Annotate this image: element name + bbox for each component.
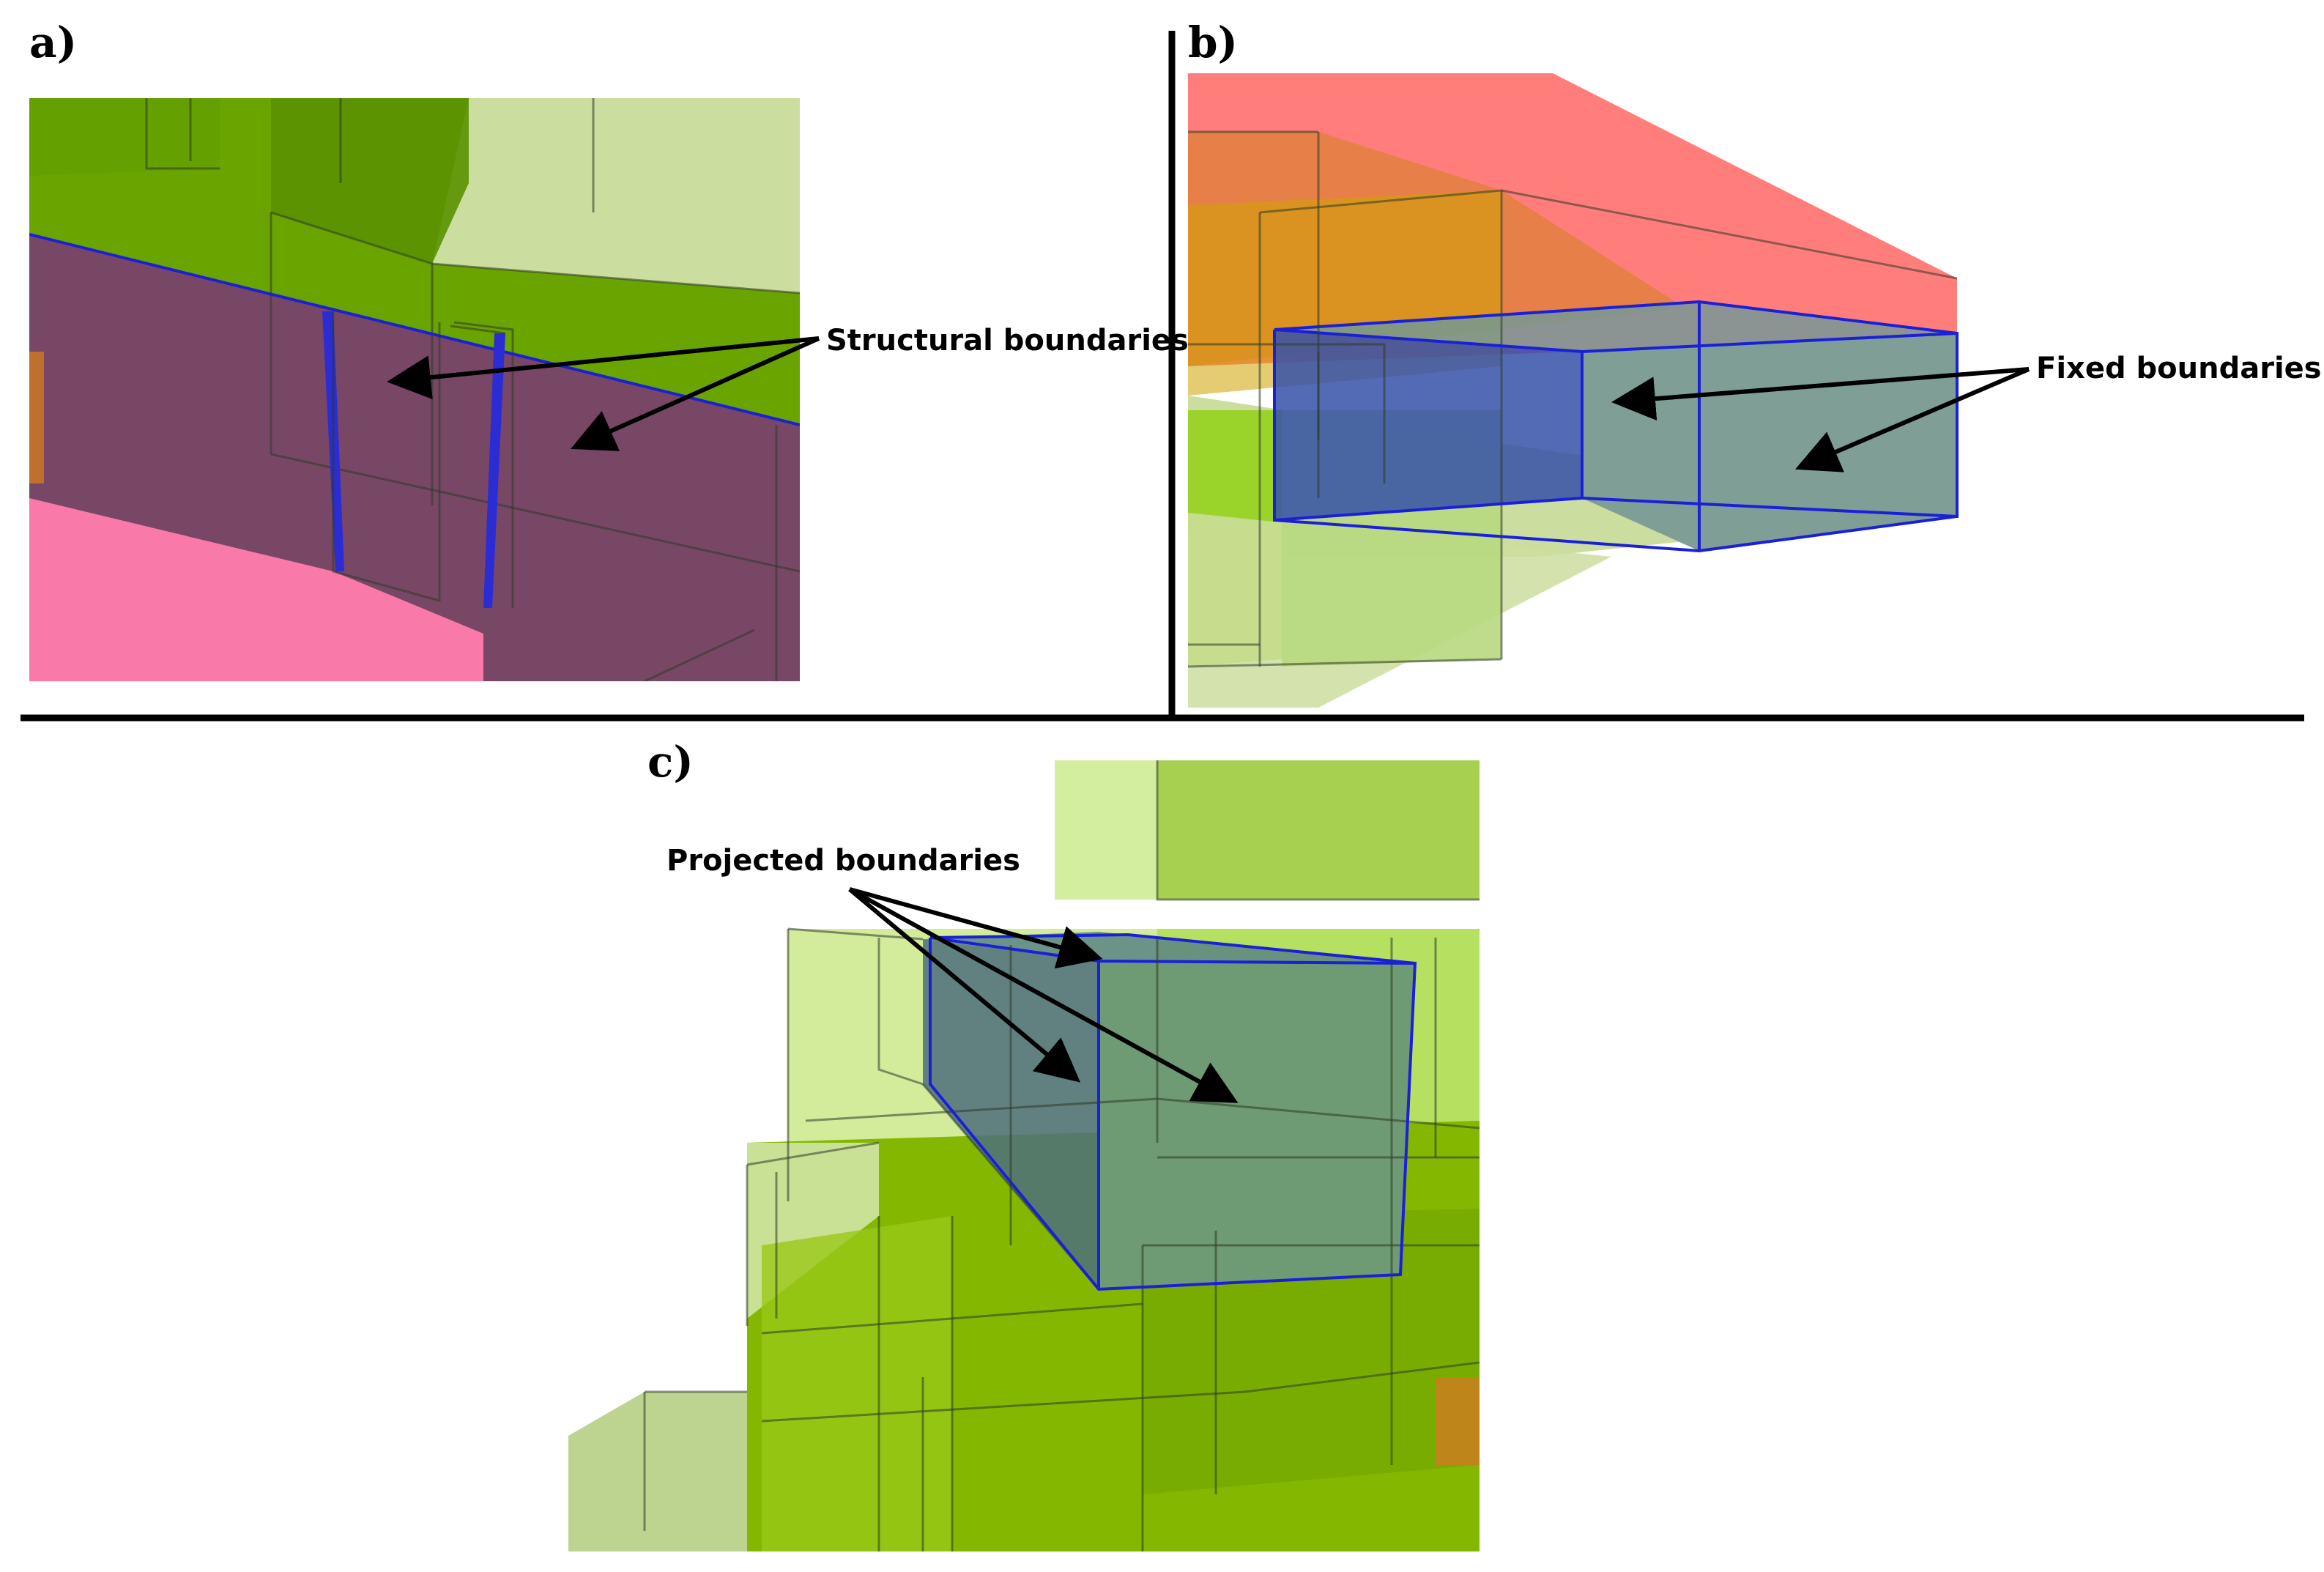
panel-b: [1188, 73, 1959, 708]
panel-a-arrow-1: [387, 336, 820, 400]
panel-c: [568, 760, 1480, 1551]
panel-c-arrow-1: [849, 887, 1103, 969]
panel-a-render: [29, 98, 800, 681]
panel-b-arrow-1: [1611, 367, 2030, 421]
panel-a-arrow-2: [571, 336, 820, 451]
panel-b-render: [1188, 73, 1959, 708]
panel-a: [29, 98, 800, 681]
panel-c-arrow-2: [848, 887, 1081, 1083]
panel-c-render: [568, 760, 1480, 1551]
panel-b-callout: Fixed boundaries: [2036, 352, 2322, 385]
panel-a-label: a): [29, 18, 77, 67]
panel-a-callout: Structural boundaries: [826, 324, 1189, 357]
panel-c-label: c): [647, 737, 694, 787]
panel-c-arrow-3: [848, 887, 1239, 1103]
panel-b-label: b): [1188, 18, 1238, 67]
panel-b-arrow-2: [1794, 367, 2030, 472]
panel-c-callout: Projected boundaries: [667, 844, 1020, 878]
